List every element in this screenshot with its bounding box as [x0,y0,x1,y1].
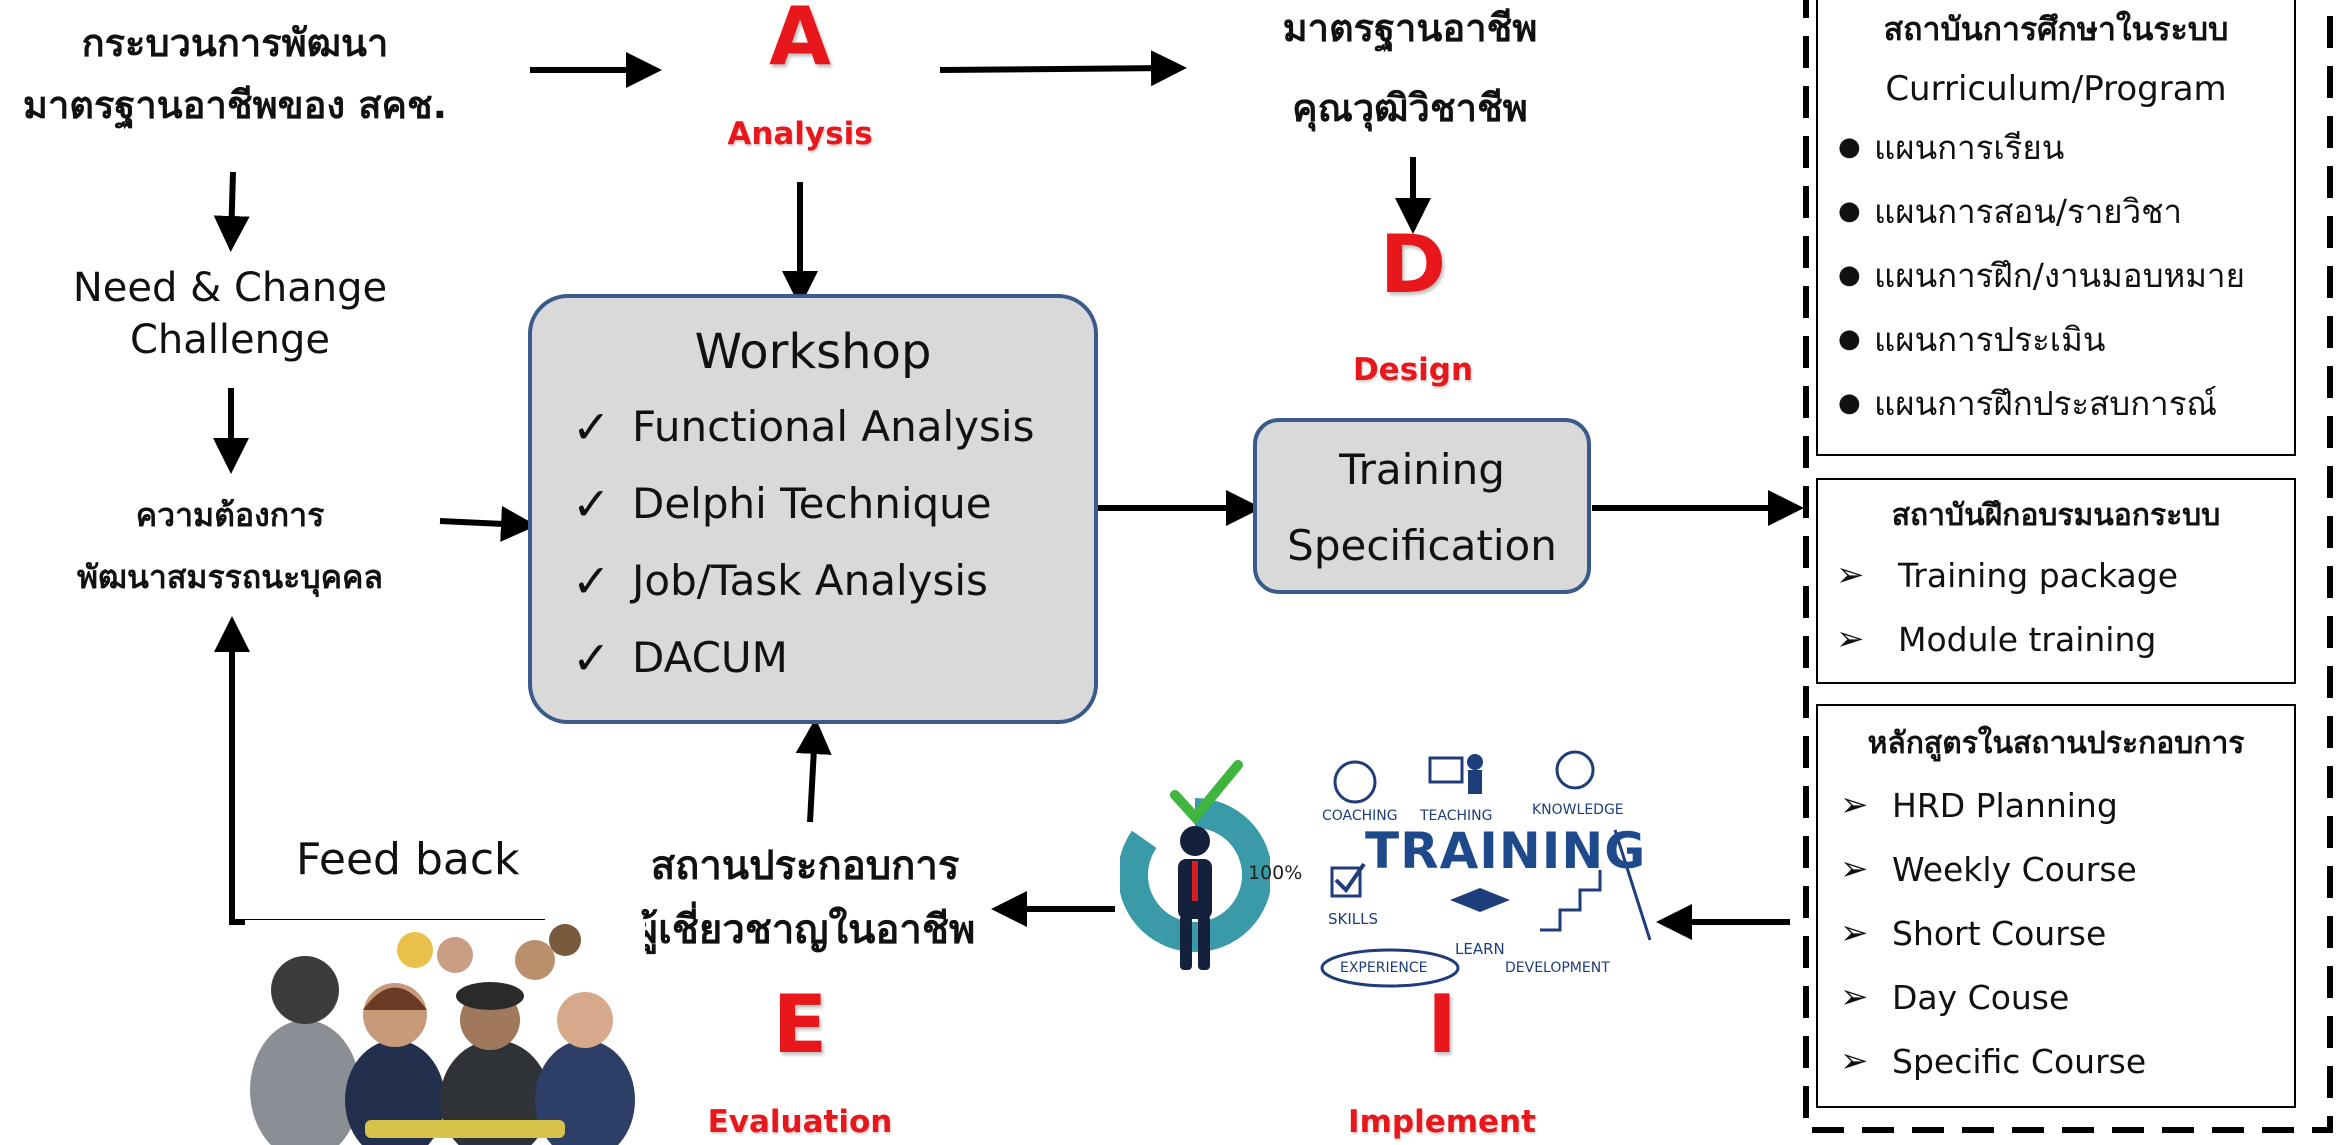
list-item: ➢ Day Couse [1840,977,2070,1017]
list-item: ● แผนการฝึกประสบการณ์ [1838,383,2218,423]
panel-formal-subtitle: Curriculum/Program [1885,69,2227,109]
panel-nonformal-title: สถาบันฝึกอบรมนอกระบบ [1891,498,2221,533]
arrow-demand-to-workshop [439,505,537,542]
workshop-item: ✓ Delphi Technique [572,476,992,531]
check-icon: ✓ [572,399,611,454]
check-icon: ✓ [572,553,611,608]
panel-enterprise-list: ➢ HRD Planning ➢ Weekly Course ➢ Short C… [1840,773,2294,1093]
panel-formal-list: ● แผนการเรียน ● แผนการสอน/รายวิชา ● แผนก… [1838,115,2294,435]
list-item: ● แผนการเรียน [1838,127,2065,167]
arrow-bullet-icon: ➢ [1836,619,1865,659]
bullet-icon: ● [1838,196,1861,226]
panel-formal-education: สถาบันการศึกษาในระบบ Curriculum/Program … [1816,0,2296,456]
list-item: ➢ Short Course [1840,913,2107,953]
bullet-icon: ● [1838,324,1861,354]
bullet-icon: ● [1838,260,1861,290]
panel-formal-title: สถาบันการศึกษาในระบบ [1883,10,2229,48]
person-progress-icon [1120,760,1270,970]
arrow-bullet-icon: ➢ [1840,849,1869,889]
bullet-icon: ● [1838,388,1861,418]
phase-label-evaluation: Evaluation [707,1104,893,1140]
arrow-title-to-need [213,171,250,252]
tag-experience: EXPERIENCE [1340,960,1428,976]
arrow-bullet-icon: ➢ [1836,555,1865,595]
workshop-list: ✓ Functional Analysis ✓ Delphi Technique… [572,388,1094,696]
training-graphic: COACHING TEACHING KNOWLEDGE TRAINING SKI… [1310,740,1660,1000]
process-title-line2: มาตรฐานอาชีพของ สคช. [22,83,448,127]
workshop-item: ✓ Job/Task Analysis [572,553,988,608]
check-icon: ✓ [572,630,611,685]
occupational-standard-label: มาตรฐานอาชีพ คุณวุฒิวิชาชีพ [1282,6,1538,130]
arrow-bullet-icon: ➢ [1840,977,1869,1017]
list-item: ➢ Weekly Course [1840,849,2137,889]
list-item: ● แผนการฝึก/งานมอบหมาย [1838,255,2245,295]
phase-letter-a: A [769,0,831,83]
dashed-container [1803,0,2333,1133]
list-item: ● แผนการสอน/รายวิชา [1838,191,2183,231]
panel-nonformal-list: ➢ Training package ➢ Module training [1836,543,2294,671]
phase-letter-i: I [1427,978,1457,1071]
phase-label-implement: Implement [1348,1104,1536,1140]
workers-photo [245,920,645,1145]
panel-enterprise-courses: หลักสูตรในสถานประกอบการ ➢ HRD Planning ➢… [1816,704,2296,1108]
tag-development: DEVELOPMENT [1505,960,1610,976]
process-title: กระบวนการพัฒนา มาตรฐานอาชีพของ สคช. [0,12,470,136]
workshop-title: Workshop [694,324,932,380]
checkmark-icon [1170,760,1243,825]
training-icons [1320,750,1652,988]
check-icon: ✓ [572,476,611,531]
arrow-bullet-icon: ➢ [1840,913,1869,953]
panel-enterprise-title: หลักสูตรในสถานประกอบการ [1867,726,2245,761]
list-item: ➢ HRD Planning [1840,785,2118,825]
list-item: ● แผนการประเมิน [1838,319,2106,359]
list-item: ➢ Specific Course [1840,1041,2147,1081]
bullet-icon: ● [1838,132,1861,162]
tag-skills: SKILLS [1328,910,1379,928]
arrow-bullet-icon: ➢ [1840,1041,1869,1081]
tag-teaching: TEACHING [1420,808,1493,824]
list-item: ➢ Training package [1836,555,2179,595]
competency-demand-label: ความต้องการ พัฒนาสมรรถนะบุคคล [76,496,383,596]
tag-knowledge: KNOWLEDGE [1532,802,1624,818]
need-change-label: Need & Change Challenge [72,265,388,363]
panel-nonformal-training: สถาบันฝึกอบรมนอกระบบ ➢ Training package … [1816,478,2296,684]
phase-letter-e: E [772,978,828,1071]
phase-label-analysis: Analysis [727,116,873,152]
gauge-percent: 100% [1248,862,1303,884]
tag-coaching: COACHING [1322,808,1398,824]
workshop-item: ✓ DACUM [572,630,788,685]
workshop-box: Workshop ✓ Functional Analysis ✓ Delphi … [528,294,1098,724]
phase-label-design: Design [1352,352,1474,388]
workshop-item: ✓ Functional Analysis [572,399,1035,454]
process-title-line1: กระบวนการพัฒนา [81,21,389,65]
training-word: TRAINING [1365,822,1647,880]
workplace-expert-label: สถานประกอบการ ผู้เชี่ยวชาญในอาชีพ [634,843,976,953]
tag-learn: LEARN [1455,940,1505,958]
list-item: ➢ Module training [1836,619,2157,659]
phase-letter-d: D [1379,218,1447,311]
training-specification-box: Training Specification [1253,418,1591,594]
arrow-bullet-icon: ➢ [1840,785,1869,825]
feedback-label: Feed back [296,834,520,885]
arrow-workplace-to-workshop [795,718,832,823]
arrow-a-to-standard [939,50,1187,87]
